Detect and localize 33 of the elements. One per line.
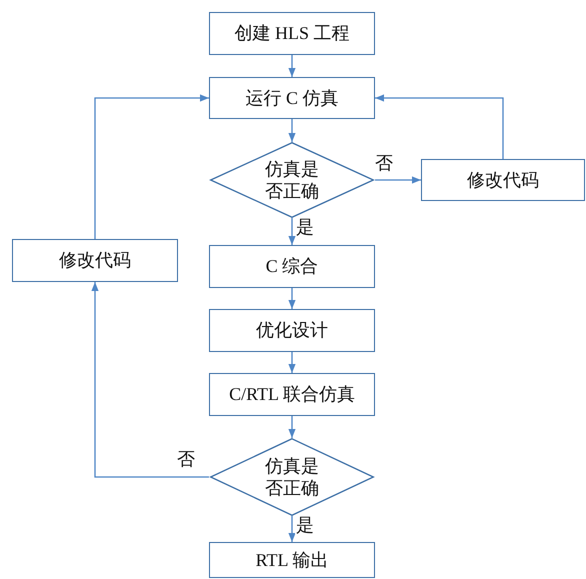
arrow (288, 55, 296, 77)
edge-label: 否 (374, 154, 394, 172)
arrow (288, 416, 296, 438)
node-label: 运行 C 仿真 (245, 86, 338, 110)
node-label: 创建 HLS 工程 (234, 22, 350, 45)
process-box (209, 373, 375, 416)
process-box (209, 12, 375, 55)
process-box (209, 309, 375, 352)
arrow (288, 516, 296, 542)
node-label: 仿真是否正确 (264, 454, 320, 500)
node-label: 仿真是否正确 (264, 158, 320, 202)
node-label: C 综合 (266, 255, 318, 278)
arrow (288, 218, 296, 245)
arrow (288, 352, 296, 373)
node-label: RTL 输出 (256, 548, 328, 572)
node-label: 修改代码 (59, 249, 131, 272)
arrow (375, 176, 421, 184)
process-box (209, 542, 375, 578)
process-box (421, 159, 585, 201)
arrow (91, 282, 209, 478)
arrow (288, 288, 296, 309)
arrow (375, 94, 504, 159)
process-box (209, 77, 375, 119)
edge-label: 否 (176, 450, 196, 468)
node-label: C/RTL 联合仿真 (229, 383, 355, 406)
node-label: 优化设计 (256, 319, 328, 342)
arrow (94, 94, 209, 239)
node-label: 修改代码 (467, 168, 539, 192)
edge-label: 是 (295, 516, 315, 534)
arrow (288, 119, 296, 142)
edge-label: 是 (295, 218, 315, 236)
process-box (209, 245, 375, 288)
process-box (12, 239, 178, 282)
